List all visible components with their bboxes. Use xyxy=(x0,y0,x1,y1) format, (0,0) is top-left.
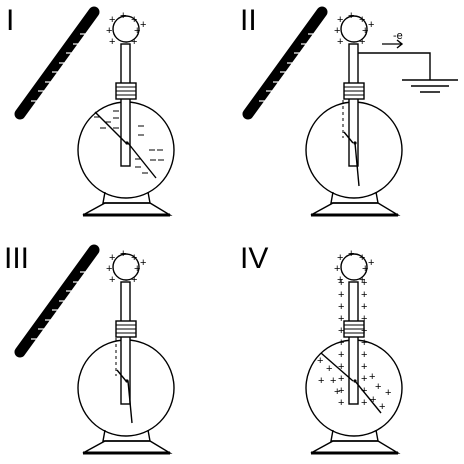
leaf-right xyxy=(127,380,133,424)
svg-text:+: + xyxy=(361,313,367,325)
svg-text:+: + xyxy=(361,361,367,373)
svg-text:+: + xyxy=(318,375,324,387)
negative-charges-leaves xyxy=(94,110,164,174)
panel-3: III xyxy=(4,242,176,455)
svg-text:+: + xyxy=(375,381,381,393)
svg-text:+: + xyxy=(338,373,344,385)
leaf-right xyxy=(127,142,157,179)
svg-text:+: + xyxy=(361,349,367,361)
svg-text:+: + xyxy=(317,355,323,367)
electroscope xyxy=(76,14,176,217)
leaf-right xyxy=(354,142,360,187)
leaf-left xyxy=(94,111,127,144)
svg-text:+: + xyxy=(361,277,367,289)
svg-text:+: + xyxy=(361,325,367,337)
positive-charges-rod: ++ ++ ++ ++ ++ ++ ++ ++ ++ ++ ++ xyxy=(338,277,367,409)
panel-2: II -e xyxy=(240,4,458,217)
charged-rod xyxy=(20,250,94,352)
svg-text:+: + xyxy=(338,361,344,373)
svg-text:+: + xyxy=(338,289,344,301)
panel-1: I xyxy=(6,4,176,217)
svg-text:+: + xyxy=(338,385,344,397)
electroscope xyxy=(304,252,404,455)
svg-text:+: + xyxy=(338,349,344,361)
svg-text:+: + xyxy=(334,386,340,398)
leaf-left xyxy=(343,131,354,144)
electron-label: -e xyxy=(393,30,403,42)
ground-wire xyxy=(358,52,431,80)
leaf-left xyxy=(320,352,354,382)
svg-text:+: + xyxy=(326,363,332,375)
panel-label-1: I xyxy=(6,4,14,37)
svg-text:+: + xyxy=(338,277,344,289)
electroscope xyxy=(304,14,404,217)
svg-text:+: + xyxy=(369,371,375,383)
svg-text:+: + xyxy=(330,375,336,387)
svg-text:+: + xyxy=(361,397,367,409)
svg-text:+: + xyxy=(361,289,367,301)
svg-text:+: + xyxy=(338,325,344,337)
charged-rod xyxy=(20,12,94,114)
svg-text:+: + xyxy=(338,313,344,325)
leaf-left xyxy=(116,369,127,382)
leaf-right xyxy=(354,380,382,414)
charged-rod xyxy=(248,12,322,114)
panel-4: IV ++ ++ ++ ++ ++ ++ ++ ++ ++ ++ ++ ++ +… xyxy=(240,242,404,455)
panel-label-2: II xyxy=(240,4,257,37)
panel-label-4: IV xyxy=(240,242,268,275)
svg-text:+: + xyxy=(338,337,344,349)
svg-text:+: + xyxy=(385,387,391,399)
svg-text:+: + xyxy=(361,373,367,385)
svg-text:+: + xyxy=(338,397,344,409)
svg-text:+: + xyxy=(361,301,367,313)
svg-text:+: + xyxy=(370,394,376,406)
positive-charges-leaves: ++ ++ + ++ ++ + xyxy=(317,355,391,413)
svg-text:+: + xyxy=(379,401,385,413)
svg-text:+: + xyxy=(361,385,367,397)
svg-text:+: + xyxy=(361,337,367,349)
electroscope xyxy=(76,252,176,455)
svg-text:+: + xyxy=(338,301,344,313)
panel-label-3: III xyxy=(4,242,29,275)
